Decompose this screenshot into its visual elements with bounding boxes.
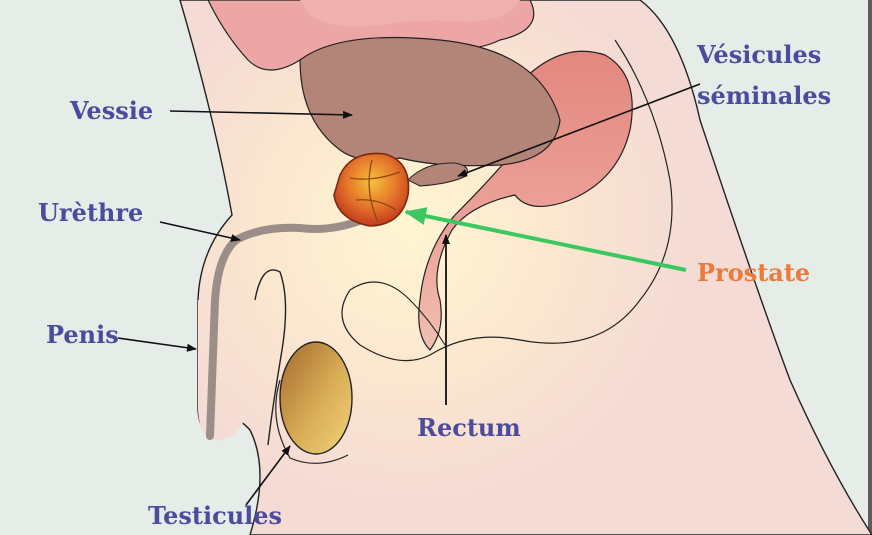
label-rectum: Rectum — [417, 413, 521, 442]
label-urethre: Urèthre — [38, 198, 143, 227]
frame-edge — [868, 0, 872, 535]
label-prostate: Prostate — [697, 258, 810, 287]
testicle — [280, 342, 352, 454]
label-vesicules-line2: séminales — [697, 81, 831, 110]
label-penis: Penis — [46, 320, 119, 349]
label-vessie: Vessie — [69, 96, 153, 125]
label-testicules: Testicules — [148, 501, 282, 530]
label-vesicules-line1: Vésicules — [696, 40, 821, 69]
penis-shaft — [198, 300, 252, 440]
